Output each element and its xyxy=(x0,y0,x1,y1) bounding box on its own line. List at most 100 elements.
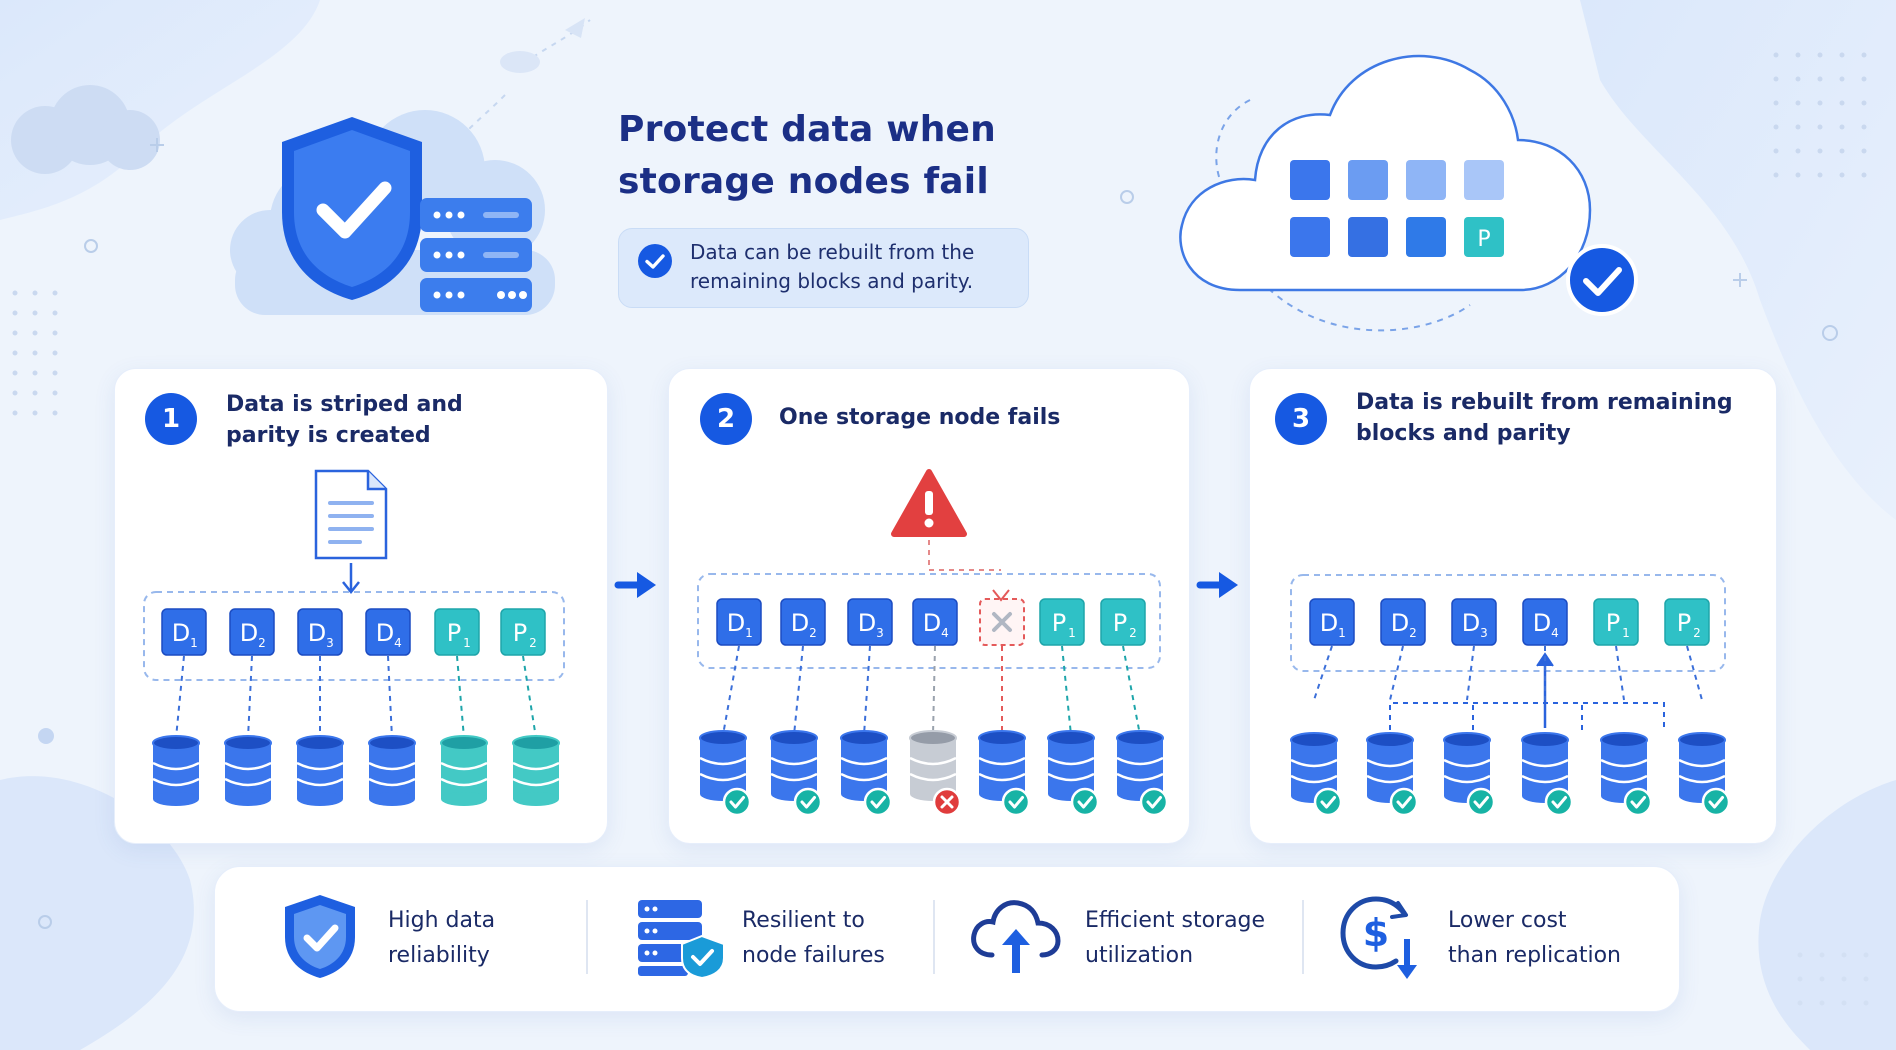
block-letter: P xyxy=(447,619,461,647)
cloud-parity-block xyxy=(1464,217,1504,257)
block-letter: D xyxy=(1533,609,1551,637)
benefit-label-3: Efficient storage utilization xyxy=(1085,908,1266,968)
cloud-block xyxy=(1348,160,1388,200)
stripe-group-1 xyxy=(143,591,565,681)
check-circle-icon xyxy=(638,244,672,278)
warning-icon xyxy=(891,469,967,537)
connector-line xyxy=(175,655,185,739)
block-letter: P xyxy=(1113,609,1127,637)
step-title-1: Data is striped and parity is created xyxy=(226,392,463,448)
storage-node xyxy=(1600,732,1648,803)
storage-node xyxy=(512,735,560,806)
cloud-upload-icon xyxy=(971,900,1061,973)
rebuild-callout xyxy=(618,228,1029,308)
storage-node xyxy=(699,730,747,801)
storage-node xyxy=(1443,732,1491,803)
storage-node xyxy=(152,735,200,806)
block-letter: D xyxy=(1391,609,1409,637)
step-arrow-2-3 xyxy=(1219,572,1238,598)
block-subscript: 2 xyxy=(529,636,537,650)
block-letter: P xyxy=(513,619,527,647)
block-subscript: 1 xyxy=(463,636,471,650)
server-rack-icon xyxy=(420,198,532,312)
storage-node xyxy=(224,735,272,806)
connector-line xyxy=(1615,645,1625,701)
block-letter: D xyxy=(1320,609,1338,637)
connector-line xyxy=(1389,645,1404,701)
benefit-label-2: Resilient to node failures xyxy=(742,908,885,968)
status-check-icon xyxy=(863,787,893,817)
status-check-icon xyxy=(793,787,823,817)
block-letter: D xyxy=(791,609,809,637)
cloud-block xyxy=(1290,160,1330,200)
step-badge-3: 3 xyxy=(1275,393,1327,445)
cloud-block xyxy=(1290,217,1330,257)
block-subscript: 1 xyxy=(1338,626,1346,640)
cloud-block xyxy=(1406,217,1446,257)
page-title: Protect data when storage nodes fail xyxy=(618,109,997,202)
benefit-label-1: High data reliability xyxy=(388,908,496,968)
block-letter: D xyxy=(376,619,394,647)
connector-line xyxy=(863,645,871,736)
block-subscript: 2 xyxy=(1409,626,1417,640)
step-title-2: One storage node fails xyxy=(779,405,1061,430)
block-letter: D xyxy=(923,609,941,637)
block-subscript: 1 xyxy=(190,636,198,650)
benefit-divider xyxy=(586,900,588,974)
status-check-icon xyxy=(1001,787,1031,817)
block-subscript: 1 xyxy=(745,626,753,640)
status-check-icon xyxy=(722,787,752,817)
block-subscript: 1 xyxy=(1622,626,1630,640)
failed-storage-node xyxy=(909,730,957,801)
connector-line xyxy=(247,655,253,739)
status-check-icon xyxy=(1466,787,1496,817)
block-subscript: 3 xyxy=(876,626,884,640)
block-subscript: 3 xyxy=(326,636,334,650)
connector-line xyxy=(387,655,393,739)
cloud-block xyxy=(1348,217,1388,257)
storage-node xyxy=(840,730,888,801)
cloud-block xyxy=(1464,160,1504,200)
dollar-down-icon: $ xyxy=(1340,896,1417,979)
benefits-panel xyxy=(214,866,1680,1012)
step-arrow-1-2 xyxy=(637,572,656,598)
shield-check-icon xyxy=(285,895,355,978)
connector-line xyxy=(522,655,537,739)
block-subscript: 2 xyxy=(809,626,817,640)
block-subscript: 2 xyxy=(1693,626,1701,640)
stripe-group-2 xyxy=(697,573,1161,669)
connector-line xyxy=(1686,645,1703,701)
block-letter: D xyxy=(1462,609,1480,637)
status-check-icon xyxy=(1389,787,1419,817)
block-letter: D xyxy=(172,619,190,647)
storage-node xyxy=(440,735,488,806)
step-title-3: Data is rebuilt from remaining blocks an… xyxy=(1356,390,1733,446)
svg-text:$: $ xyxy=(1363,911,1389,955)
connector-line xyxy=(456,655,465,739)
storage-node xyxy=(296,735,344,806)
status-check-icon xyxy=(1701,787,1731,817)
block-letter: D xyxy=(308,619,326,647)
cloud-check-icon xyxy=(1566,244,1638,316)
callout-text: Data can be rebuilt from the remaining b… xyxy=(690,240,975,293)
block-letter: D xyxy=(240,619,258,647)
connector-line xyxy=(1061,645,1072,736)
shield-server-illustration xyxy=(230,110,555,315)
block-subscript: 4 xyxy=(941,626,949,640)
